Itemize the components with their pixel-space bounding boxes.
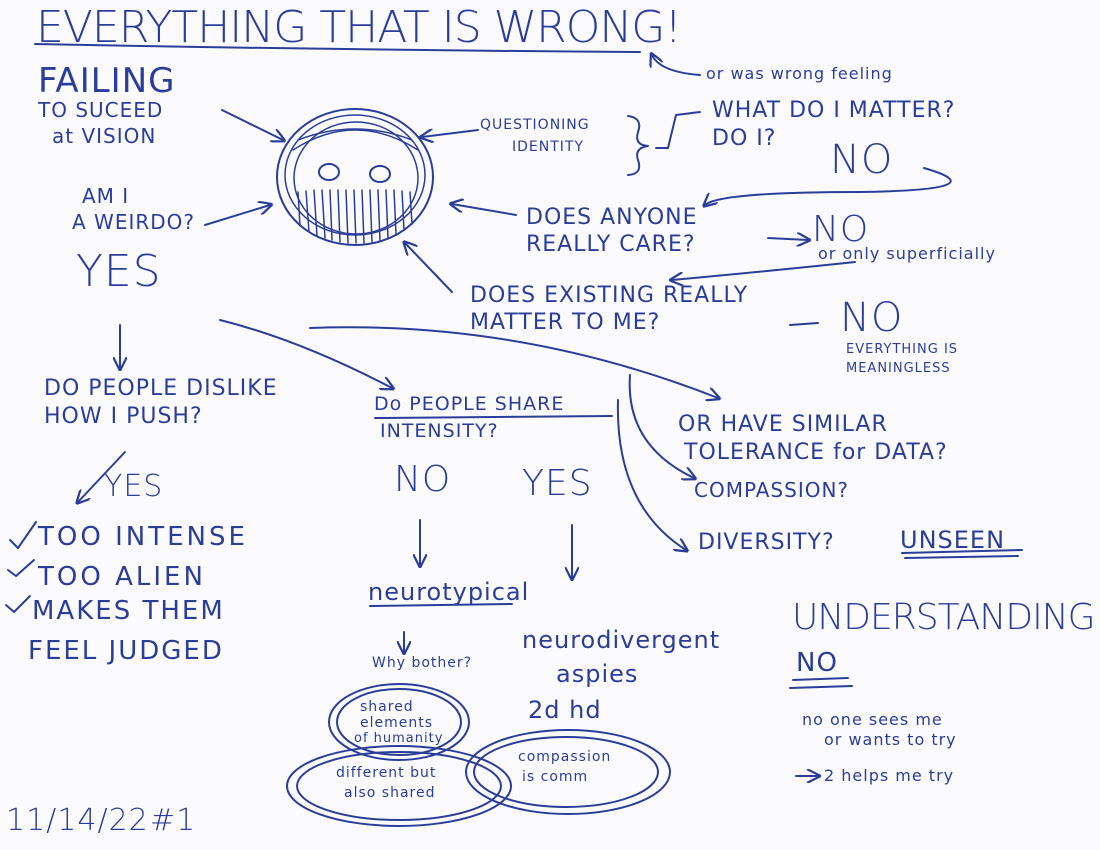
exist-note-1: EVERYTHING IS [846,342,959,357]
exist-question-2: MATTER TO ME? [470,310,661,335]
weirdo-answer: YES [76,246,162,297]
care-answer: NO [812,209,870,250]
identity-line-1: QUESTIONING [480,117,590,133]
care-note: or only superficially [818,244,996,263]
weirdo-line-1: AM I [82,184,130,208]
failing-line-3: at VISION [52,124,157,148]
bubble-different-2: also shared [344,785,436,801]
intensity-no: NO [394,459,452,500]
understanding-no: NO [796,648,838,678]
bubble-shared-3: of humanity [354,731,444,746]
bubble-different-1: different but [336,765,437,781]
dislike-question-1: DO PEOPLE DISLIKE [44,376,278,401]
second-hd-label: 2d hd [528,696,602,724]
compassion-label: COMPASSION? [694,478,850,502]
reason-too-intense: TOO INTENSE [38,522,248,552]
matter-answer: NO [830,137,894,183]
dislike-question-2: HOW I PUSH? [44,404,203,429]
identity-line-2: IDENTITY [512,139,585,155]
note-wants-to-try: or wants to try [824,730,957,749]
intensity-question-2: INTENSITY? [380,420,499,442]
reason-makes-them: MAKES THEM [32,596,225,626]
dislike-answer: YES [104,469,164,504]
title-underline [34,43,641,53]
tolerance-question-2: TOLERANCE for DATA? [684,440,948,465]
aspies-label: aspies [556,660,639,688]
failing-line-1: FAILING [38,61,176,101]
neurotypical-label: neurotypical [368,578,530,606]
page-number: #1 [150,803,197,838]
bubble-compassion-1: compassion [518,749,612,765]
exist-answer: NO [840,295,904,341]
why-bother-label: Why bother? [372,655,473,671]
intensity-question-1: Do PEOPLE SHARE [374,393,565,415]
tolerance-question-1: OR HAVE SIMILAR [678,412,888,437]
weirdo-line-2: A WEIRDO? [72,210,196,234]
matter-question-1: WHAT DO I MATTER? [712,98,956,123]
title-note: or was wrong feeling [706,64,893,83]
intensity-yes: YES [522,463,593,504]
bubble-shared-2: elements [360,715,434,731]
face-doodle [276,108,434,246]
care-question-2: REALLY CARE? [526,232,696,257]
unseen-label: UNSEEN [900,526,1006,554]
note-helps-me-try: 2 helps me try [824,766,955,785]
bubble-shared-1: shared [360,699,414,715]
diversity-label: DIVERSITY? [698,530,835,555]
matter-question-2: DO I? [712,126,777,151]
note-no-one-sees: no one sees me [802,710,943,729]
reason-too-alien: TOO ALIEN [38,562,206,592]
exist-question-1: DOES EXISTING REALLY [470,283,749,308]
care-question-1: DOES ANYONE [526,205,698,230]
page-title: EVERYTHING THAT IS WRONG! [36,2,682,53]
bubble-compassion-2: is comm [522,769,589,785]
overlap-bubbles [286,683,671,827]
reason-feel-judged: FEEL JUDGED [28,636,224,666]
exist-note-2: MEANINGLESS [846,361,951,376]
neurodivergent-label: neurodivergent [522,626,721,654]
failing-line-2: TO SUCEED [38,98,164,122]
page-date: 11/14/22 [6,803,149,838]
understanding-label: UNDERSTANDING [792,597,1096,638]
